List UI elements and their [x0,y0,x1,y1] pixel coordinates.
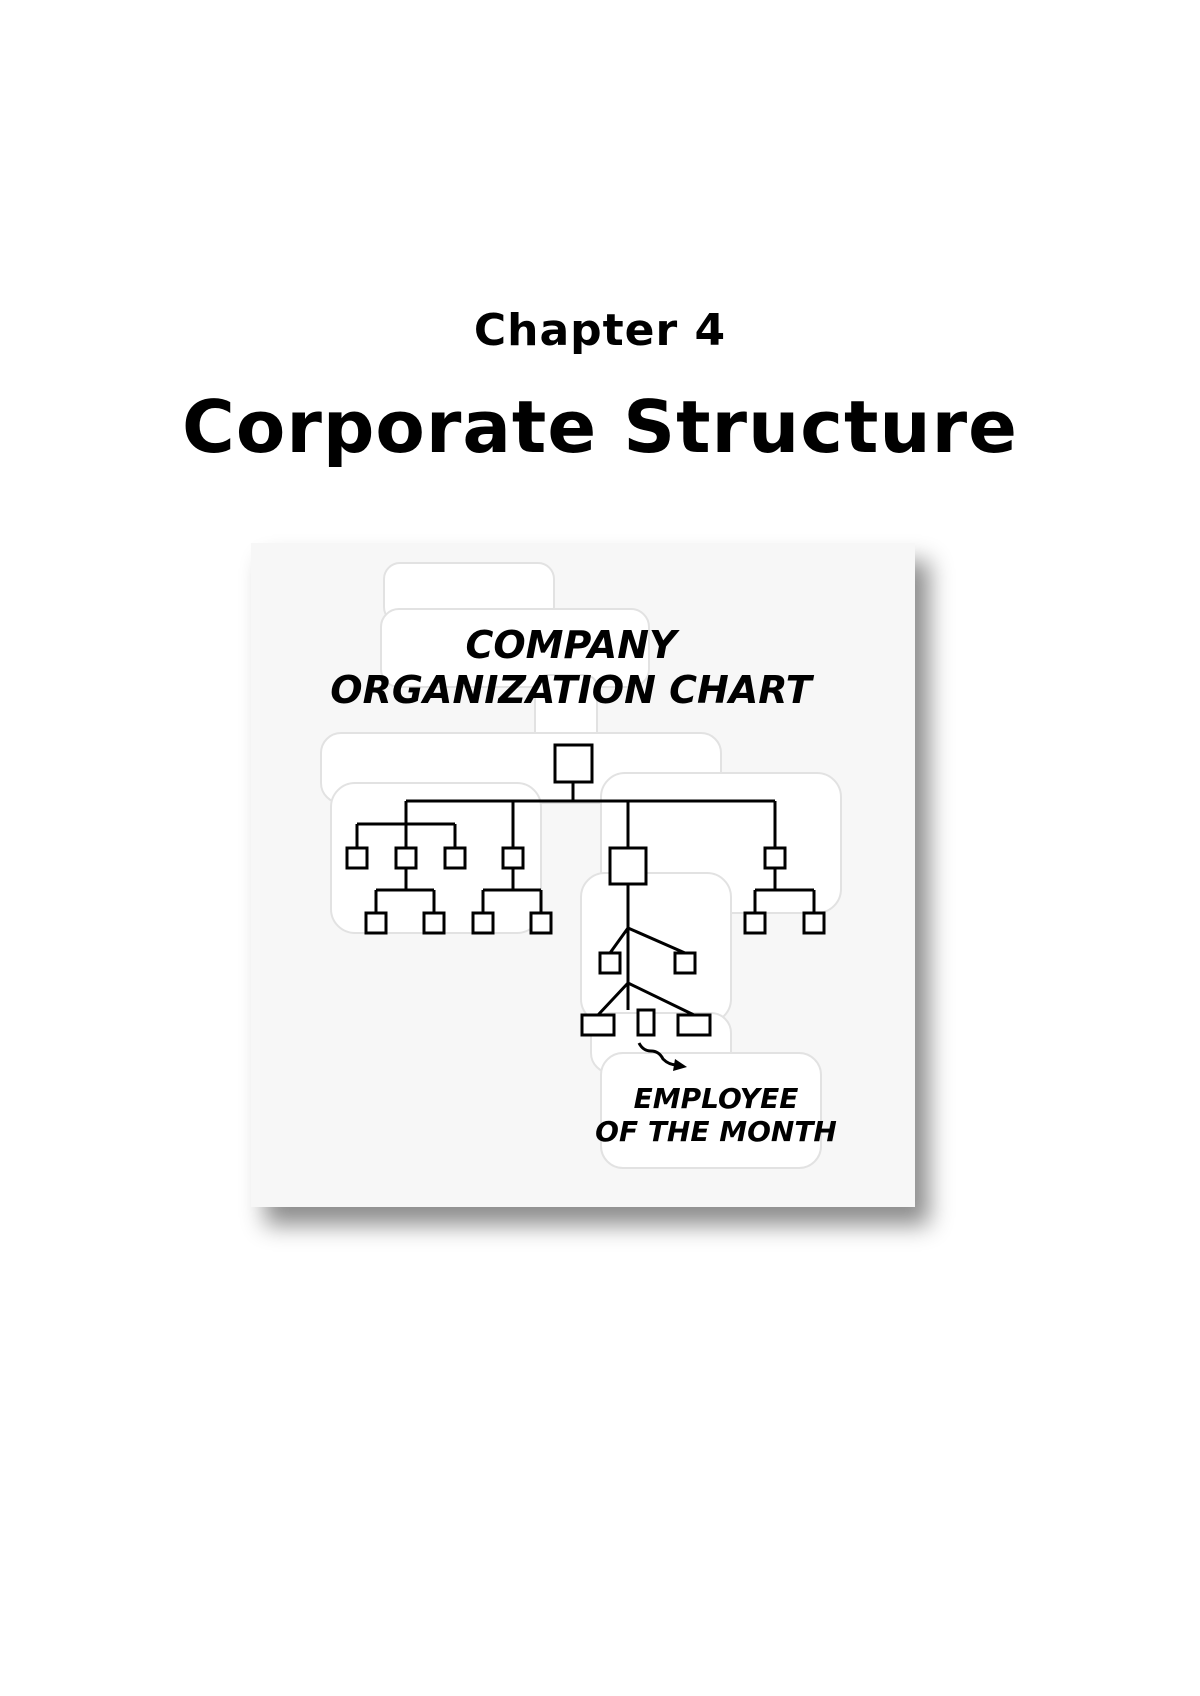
chapter-title: Corporate Structure [182,385,1018,469]
callout-line-2: OF THE MONTH [595,1115,837,1148]
callout-line-1: EMPLOYEE [634,1082,799,1115]
org-chart-illustration: COMPANY ORGANIZATION CHART [320,562,842,1169]
chapter-label: Chapter 4 [473,305,727,356]
org-lines [355,782,816,1017]
org-chart-figure: COMPANY ORGANIZATION CHART [251,543,915,1207]
org-boxes [345,743,826,1037]
squiggle-arrow-icon [637,1042,687,1071]
title-line-1: COMPANY [465,623,680,667]
title-line-2: ORGANIZATION CHART [330,668,814,712]
